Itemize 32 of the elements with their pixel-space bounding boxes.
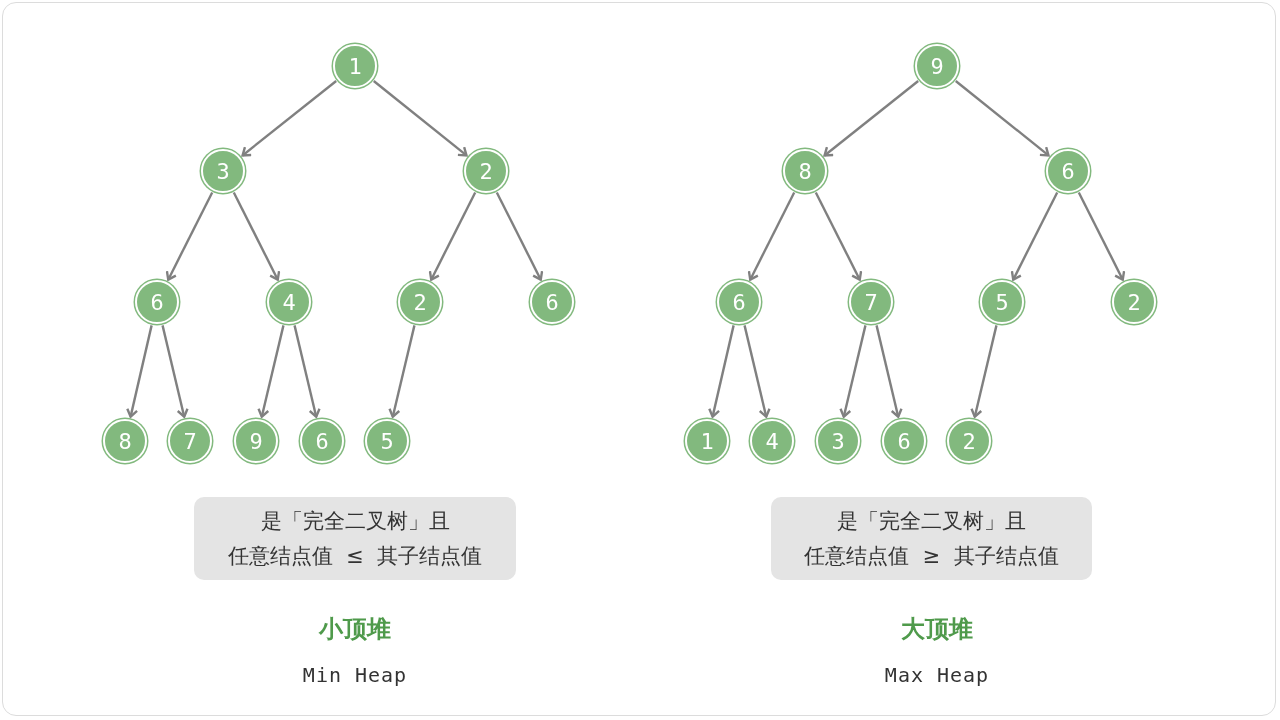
heap-subtitle: Min Heap bbox=[302, 663, 408, 687]
arrow bbox=[165, 191, 214, 281]
heap-title: 大顶堆 bbox=[901, 614, 973, 645]
arrow bbox=[954, 80, 1050, 157]
arrow bbox=[257, 325, 285, 418]
arrow bbox=[839, 325, 867, 418]
note-text: 是「完全二叉树」且 bbox=[837, 507, 1026, 535]
arrow bbox=[708, 325, 735, 418]
arrow bbox=[428, 191, 477, 281]
heap-title: 小顶堆 bbox=[319, 614, 391, 645]
note-text: 任意结点值 ≤ 其子结点值 bbox=[227, 542, 483, 570]
note-box bbox=[194, 497, 516, 580]
arrow bbox=[875, 325, 903, 418]
note-text: 任意结点值 ≥ 其子结点值 bbox=[804, 542, 1059, 570]
arrow bbox=[814, 191, 863, 281]
arrow bbox=[388, 325, 416, 418]
arrow bbox=[126, 325, 153, 418]
arrow bbox=[747, 191, 796, 281]
note-box bbox=[771, 497, 1092, 580]
arrow bbox=[743, 325, 771, 418]
arrow bbox=[372, 80, 468, 157]
arrow bbox=[970, 325, 998, 418]
arrow bbox=[823, 80, 919, 157]
arrow bbox=[1077, 191, 1126, 281]
arrow bbox=[241, 80, 337, 157]
arrow bbox=[161, 325, 189, 418]
arrow bbox=[293, 325, 321, 418]
heap-subtitle: Max Heap bbox=[884, 663, 990, 687]
arrow bbox=[495, 191, 544, 281]
note-text: 是「完全二叉树」且 bbox=[260, 507, 450, 535]
arrow bbox=[1010, 191, 1059, 281]
arrow bbox=[232, 191, 281, 281]
